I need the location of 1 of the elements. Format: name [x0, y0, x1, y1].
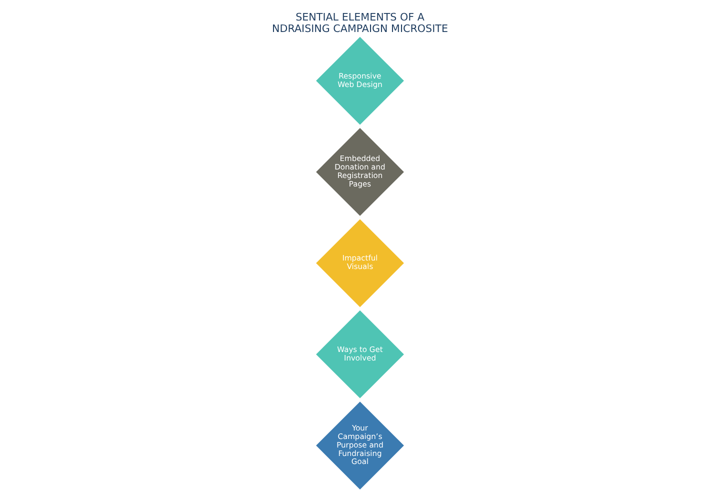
- diagram-title: SENTIAL ELEMENTS OF A NDRAISING CAMPAIGN MICROSITE: [272, 12, 448, 35]
